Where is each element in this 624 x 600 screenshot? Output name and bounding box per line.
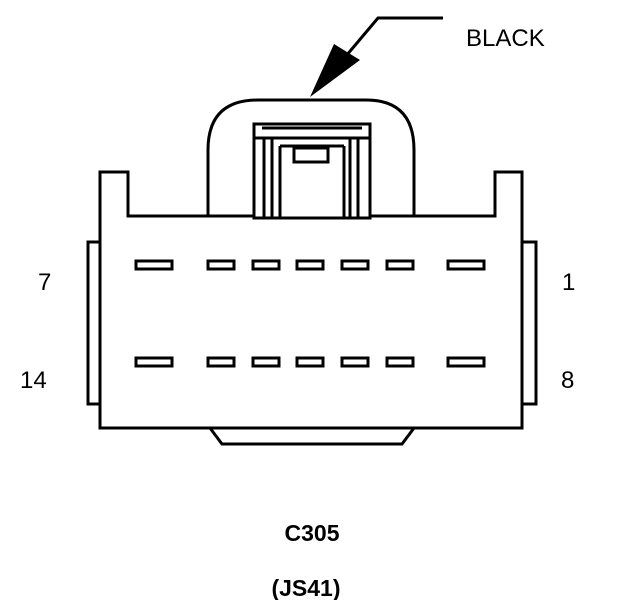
- pin-label-bottom-left: 14: [20, 367, 47, 394]
- color-leader-arrow: [310, 16, 443, 97]
- pin-cavity: [134, 356, 174, 368]
- pin-label-bottom-right: 8: [561, 367, 574, 394]
- pin-cavity: [295, 356, 325, 368]
- pin-cavity: [446, 259, 486, 271]
- pin-row-top: [134, 259, 486, 271]
- pin-cavity: [134, 259, 174, 271]
- pin-cavity: [206, 259, 236, 271]
- bottom-keying-tab: [207, 426, 417, 446]
- pin-row-bottom: [134, 356, 486, 368]
- right-side-ear: [520, 240, 538, 406]
- pin-cavity: [251, 259, 281, 271]
- color-label: BLACK: [466, 25, 545, 52]
- pin-label-top-right: 1: [562, 269, 575, 296]
- latch-mechanism: [252, 122, 372, 220]
- pin-cavity: [340, 259, 370, 271]
- connector-body: [98, 170, 524, 430]
- pin-cavity: [385, 259, 415, 271]
- pin-cavity: [385, 356, 415, 368]
- pin-cavity: [206, 356, 236, 368]
- pin-cavity: [295, 259, 325, 271]
- connector-id-caption: C305: [285, 520, 340, 546]
- pin-cavity: [446, 356, 486, 368]
- pin-cavity: [340, 356, 370, 368]
- pin-cavity: [251, 356, 281, 368]
- pin-label-top-left: 7: [38, 269, 51, 296]
- connector-code-caption: (JS41): [271, 575, 340, 600]
